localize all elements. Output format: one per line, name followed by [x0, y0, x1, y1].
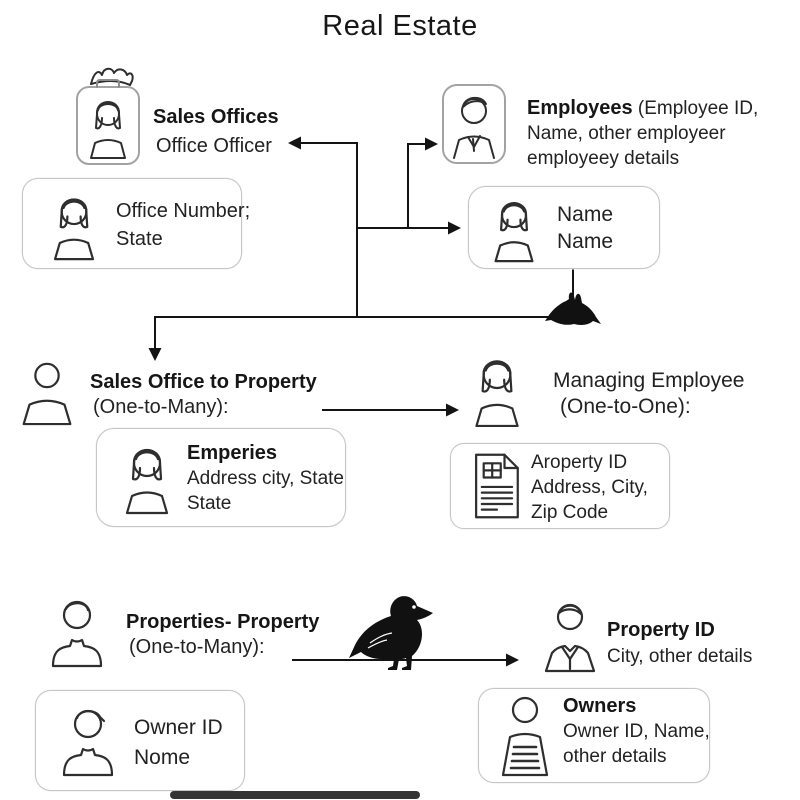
sales-offices-title: Sales Offices — [153, 106, 279, 128]
name-box-text: Name Name — [557, 201, 613, 255]
employees-text: Employees (Employee ID, Name, other empl… — [527, 95, 758, 171]
man-icon — [54, 701, 122, 781]
owner-id-line1: Owner ID — [134, 716, 223, 739]
bottom-run-to-sales-office-to-property — [154, 316, 556, 350]
owners-title: Owners — [563, 695, 637, 717]
properties-property-title: Properties- Property — [126, 611, 320, 633]
person-icon — [16, 358, 78, 426]
owner-id-box: Owner ID Nome — [35, 690, 245, 791]
owner-card-icon — [493, 695, 557, 779]
woman-icon — [483, 193, 545, 263]
employees-line2: Name, other employeer — [527, 123, 726, 144]
emperies-line2: State — [187, 493, 232, 514]
perched-bird-icon — [545, 292, 601, 325]
emperies-line1: Address city, State — [187, 468, 344, 489]
properties-property-subtitle: (One-to-Many): — [129, 636, 265, 658]
property-detail-line2: Address, City, — [531, 477, 648, 498]
page-title: Real Estate — [322, 10, 478, 42]
owners-text: Owners Owner ID, Name, other details — [563, 693, 710, 769]
woman-icon — [464, 350, 530, 428]
managing-employee-title: Managing Employee — [553, 369, 745, 392]
owners-line2: other details — [563, 746, 667, 767]
name-box: Name Name — [468, 186, 660, 269]
woman-icon — [115, 437, 179, 517]
trunk-and-arrow-to-office-officer — [299, 142, 358, 318]
line-to-employees — [407, 143, 427, 228]
sales-office-to-property-subtitle: (One-to-Many): — [93, 396, 229, 418]
employees-line1-rest: (Employee ID, — [632, 98, 759, 119]
suit-man-icon — [537, 597, 603, 673]
man-icon — [42, 596, 112, 668]
employees-title: Employees — [527, 97, 633, 119]
office-number-box: Office Number; State — [22, 178, 250, 269]
property-detail-line3: Zip Code — [531, 502, 609, 523]
woman-icon — [41, 189, 107, 261]
bottom-bar — [170, 791, 420, 799]
arrowhead-right-name — [448, 221, 461, 235]
arrowhead-right-employees — [425, 137, 438, 151]
owners-line1: Owner ID, Name, — [563, 721, 710, 742]
property-detail-text: Aroperty ID Address, City, Zip Code — [531, 450, 648, 525]
office-number-text: Office Number; State — [116, 197, 250, 253]
property-detail-line1: Aroperty ID — [531, 452, 628, 473]
woman-badge-crown-icon — [64, 58, 150, 168]
sales-office-to-property-title: Sales Office to Property — [90, 371, 317, 393]
emperies-title: Emperies — [187, 442, 278, 464]
arrowhead-down — [148, 348, 162, 361]
document-icon — [465, 451, 527, 521]
arrowhead-left — [288, 136, 301, 150]
owner-id-text: Owner ID Nome — [134, 713, 223, 773]
employees-line3: employeey details — [527, 148, 680, 169]
arrowhead-right-property — [506, 653, 519, 667]
owners-box: Owners Owner ID, Name, other details — [478, 688, 710, 783]
arrowhead-right-managing — [446, 403, 459, 417]
name-box-line2: Name — [557, 230, 614, 253]
emperies-box: Emperies Address city, State State — [96, 428, 346, 527]
property-detail-box: Aroperty ID Address, City, Zip Code — [450, 443, 670, 529]
man-badge-icon — [440, 82, 508, 166]
office-number-line1: Office Number; — [116, 200, 251, 222]
managing-employee-subtitle: (One-to-One): — [560, 395, 691, 418]
emperies-text: Emperies Address city, State State — [187, 440, 344, 516]
sales-offices-subtitle: Office Officer — [156, 135, 272, 157]
owner-id-line2: Nome — [134, 746, 191, 769]
name-box-line1: Name — [557, 203, 614, 226]
crow-icon — [349, 596, 433, 670]
property-id-title: Property ID — [607, 619, 715, 641]
office-number-line2: State — [116, 228, 163, 250]
property-id-subtitle: City, other details — [607, 646, 753, 667]
